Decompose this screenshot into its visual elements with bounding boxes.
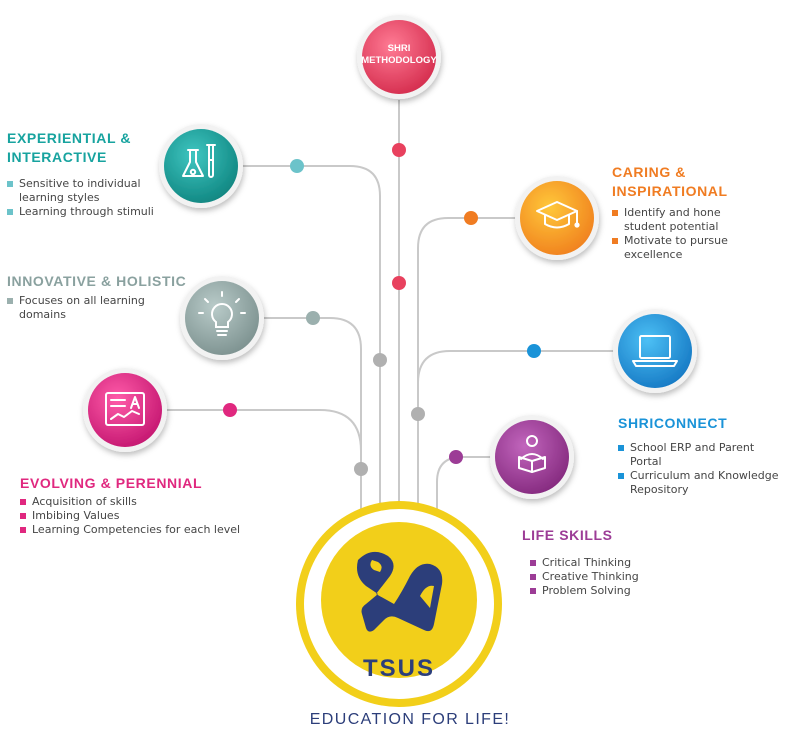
dot-lifeskills — [449, 450, 463, 464]
experiential-bullets: Sensitive to individual learning styles … — [7, 177, 177, 219]
caring-bullets: Identify and hone student potential Moti… — [612, 206, 762, 262]
shriconnect-bullets: School ERP and Parent Portal Curriculum … — [618, 441, 788, 497]
connector-lifeskills — [436, 456, 492, 510]
dot-evolving — [223, 403, 237, 417]
methodology-label-line1: SHRI — [388, 43, 411, 54]
experiential-heading-line1: EXPERIENTIAL & — [7, 130, 132, 146]
shriconnect-bullet: Curriculum and Knowledge Repository — [618, 469, 788, 497]
tsus-logo — [296, 501, 502, 707]
evolving-bullet: Learning Competencies for each level — [20, 523, 290, 537]
tagline: EDUCATION FOR LIFE! — [309, 711, 511, 728]
dot-caring — [464, 211, 478, 225]
shriconnect-node — [613, 309, 697, 393]
graduation-cap-icon — [536, 201, 580, 229]
lifeskills-bullet: Creative Thinking — [530, 570, 700, 584]
connector-innovative — [264, 317, 362, 510]
innovative-heading: INNOVATIVE & HOLISTIC — [7, 273, 187, 289]
evolving-heading: EVOLVING & PERENNIAL — [20, 475, 203, 491]
dot-trunk-left-2 — [354, 462, 368, 476]
dot-trunk-left-1 — [373, 353, 387, 367]
caring-heading: CARING & INSPIRATIONAL — [612, 163, 728, 201]
caring-node — [515, 176, 599, 260]
dot-methodology-1 — [392, 143, 406, 157]
experiential-heading-line2: INTERACTIVE — [7, 149, 107, 165]
test-tube-flask-icon — [182, 144, 216, 178]
evolving-node — [83, 368, 167, 452]
caring-heading-line2: INSPIRATIONAL — [612, 183, 728, 199]
shriconnect-heading: SHRICONNECT — [618, 415, 728, 431]
dot-shriconnect — [527, 344, 541, 358]
lifeskills-bullets: Critical Thinking Creative Thinking Prob… — [530, 556, 700, 598]
experiential-node — [159, 124, 243, 208]
shriconnect-bullet: School ERP and Parent Portal — [618, 441, 788, 469]
connector-experiential — [242, 165, 381, 510]
dot-trunk-right — [411, 407, 425, 421]
dot-methodology-2 — [392, 276, 406, 290]
evolving-bullet: Imbibing Values — [20, 509, 290, 523]
dot-innovative — [306, 311, 320, 325]
logo-text: TSUS — [363, 655, 435, 682]
connector-caring — [417, 217, 516, 510]
dot-experiential — [290, 159, 304, 173]
methodology-label-line2: METHODOLOGY — [361, 55, 437, 66]
innovative-node — [180, 276, 264, 360]
lifeskills-node — [490, 415, 574, 499]
evolving-bullet: Acquisition of skills — [20, 495, 290, 509]
laptop-icon — [632, 335, 678, 367]
reading-person-icon — [518, 435, 546, 473]
lifeskills-bullet: Critical Thinking — [530, 556, 700, 570]
connector-shriconnect — [417, 350, 614, 510]
connector-evolving — [166, 409, 362, 510]
innovative-bullet: Focuses on all learning domains — [7, 294, 167, 322]
caring-bullet: Identify and hone student potential — [612, 206, 762, 234]
connector-dots — [223, 143, 541, 476]
lifeskills-bullet: Problem Solving — [530, 584, 700, 598]
light-bulb-icon — [198, 291, 246, 336]
experiential-bullet: Learning through stimuli — [7, 205, 177, 219]
methodology-node — [357, 15, 441, 99]
innovative-bullets: Focuses on all learning domains — [7, 294, 167, 322]
experiential-heading: EXPERIENTIAL & INTERACTIVE — [7, 129, 131, 167]
shri-emblem-icon — [357, 551, 443, 632]
caring-bullet: Motivate to pursue excellence — [612, 234, 762, 262]
connector-lines — [166, 100, 614, 510]
evolving-bullets: Acquisition of skills Imbibing Values Le… — [20, 495, 290, 537]
lifeskills-heading: LIFE SKILLS — [522, 527, 613, 543]
experiential-bullet: Sensitive to individual learning styles — [7, 177, 177, 205]
chart-board-icon — [105, 392, 145, 426]
caring-heading-line1: CARING & — [612, 164, 687, 180]
